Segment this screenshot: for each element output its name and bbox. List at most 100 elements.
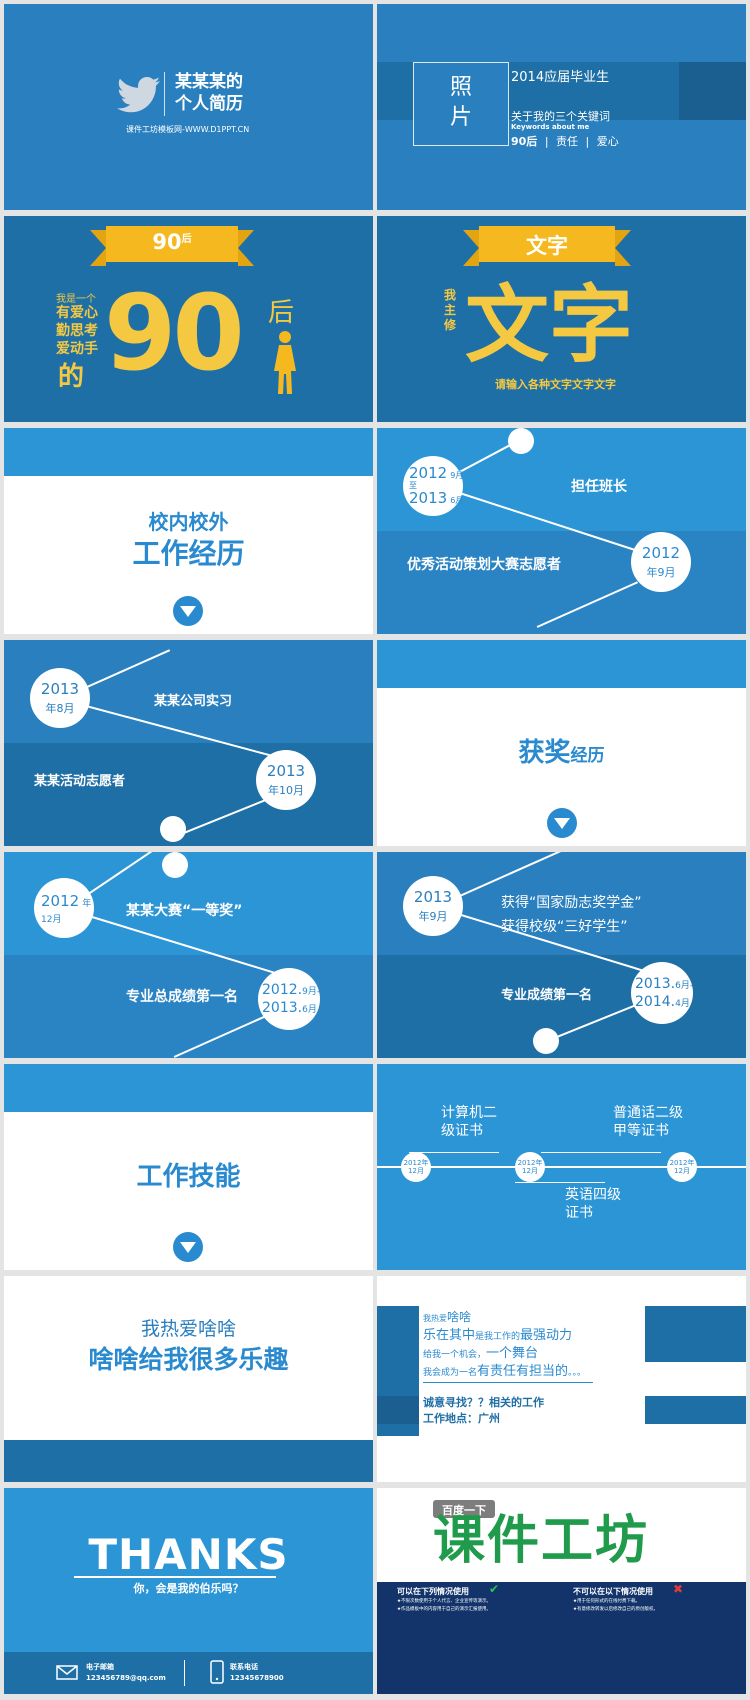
profile-band-end	[679, 62, 746, 120]
slide-title[interactable]: 某某某的 个人简历 课件工坊模板网-WWW.D1PPT.CN	[4, 4, 373, 210]
usage-allowed-1: ★不限次数使用于个人代言、企业宣传等演示。	[397, 1599, 492, 1604]
event-1: 获得“国家励志奖学金”	[501, 895, 642, 911]
skills-axis	[377, 1166, 746, 1168]
big-wenzi: 文字	[465, 276, 634, 374]
slide-awards-2[interactable]: 2013 年9月 获得“国家励志奖学金” 获得校级“三好学生” 专业成绩第一名 …	[377, 852, 746, 1058]
baidu-badge[interactable]: 百度一下	[433, 1500, 495, 1518]
side-1: 我	[444, 288, 457, 302]
subtitle: 课件工坊模板网-WWW.D1PPT.CN	[126, 125, 250, 134]
ribbon-tail-right	[615, 230, 631, 266]
slide-90s[interactable]: 90后 我是一个 有爱心 勤思考 爱动手 的 90 后	[4, 216, 373, 422]
event-1: 担任班长	[571, 479, 627, 495]
ribbon: 90后	[106, 226, 238, 262]
down-arrow-button[interactable]	[173, 596, 203, 626]
event-2: 获得校级“三好学生”	[501, 919, 628, 935]
ribbon-label: 90后	[152, 230, 192, 254]
down-arrow-button[interactable]	[173, 1232, 203, 1262]
thanks-subtitle: 你，会是我的伯乐吗？	[133, 1582, 244, 1595]
person-icon	[274, 331, 296, 394]
ribbon-tail-right	[238, 230, 254, 266]
slide-section-skills[interactable]: 工作技能	[4, 1064, 373, 1270]
keywords-list: 90后 | 责任 | 爱心	[511, 133, 619, 149]
date-circle: 2013 年8月	[30, 668, 90, 728]
obj-line-4: 我会成为一名有责任有担当的。。。	[423, 1364, 587, 1379]
timeline-dot	[533, 1028, 559, 1054]
usage-allowed-title: 可以在下列情况使用	[397, 1587, 469, 1596]
slide-brand[interactable]: 百度一下 课件工坊 可以在下列情况使用 ✔ ★不限次数使用于个人代言、企业宣传等…	[377, 1488, 746, 1694]
slide-profile[interactable]: 照 片 2014应届毕业生 关于我的三个关键词 Keywords about m…	[377, 4, 746, 210]
email-label: 电子邮箱	[86, 1663, 114, 1671]
photo-label: 照 片	[449, 75, 472, 130]
slide-section-awards[interactable]: 获奖经历	[377, 640, 746, 846]
side-block-right	[645, 1306, 746, 1362]
event-2: 某某活动志愿者	[34, 774, 126, 789]
date-circle: 2013 年9月	[403, 876, 463, 936]
side-block-left-dark	[377, 1396, 419, 1424]
mail-icon	[56, 1665, 78, 1680]
keyword-2: 责任	[556, 135, 579, 148]
hobby-line-1: 我热爱啥啥	[140, 1318, 236, 1340]
obj-line-3: 给我一个机会，一个舞台	[423, 1346, 539, 1361]
slide-objective[interactable]: 我热爱啥啥 乐在其中是我工作的最强动力 给我一个机会，一个舞台 我会成为一名有责…	[377, 1276, 746, 1482]
event-2: 优秀活动策划大赛志愿者	[407, 557, 561, 573]
photo-frame: 照 片	[413, 62, 509, 146]
title-resume: 个人简历	[175, 94, 243, 114]
down-arrow-icon	[180, 1242, 196, 1253]
obj-divider	[423, 1382, 593, 1383]
date-circle: 2012 年9月	[631, 532, 691, 592]
date-circle: 2013.6月- 2014.4月	[631, 962, 693, 1024]
down-arrow-button[interactable]	[547, 808, 577, 838]
date-circle: 2012.9月- 2013.6月	[258, 968, 320, 1030]
event-2: 专业总成绩第一名	[126, 989, 238, 1005]
slide-timeline-2[interactable]: 2013 年8月 某某公司实习 某某活动志愿者 2013 年10月	[4, 640, 373, 846]
side-block-right-2	[645, 1396, 746, 1424]
email-value[interactable]: 123456789@qq.com	[86, 1674, 166, 1682]
hou-char: 后	[268, 298, 295, 328]
timeline-dot	[160, 816, 186, 842]
phone-value[interactable]: 12345678900	[230, 1674, 284, 1682]
slide-thanks[interactable]: THANKS 你，会是我的伯乐吗？ 电子邮箱 123456789@qq.com …	[4, 1488, 373, 1694]
obj-seek: 诚意寻找？？相关的工作	[423, 1396, 544, 1409]
timeline-dot	[508, 428, 534, 454]
usage-panel	[377, 1582, 746, 1694]
event-1: 某某公司实习	[154, 694, 233, 709]
de-char: 的	[58, 362, 85, 392]
section-title: 获奖经历	[377, 732, 746, 769]
slide-hobby[interactable]: 我热爱啥啥 啥啥给我很多乐趣	[4, 1276, 373, 1482]
event-3: 专业成绩第一名	[501, 988, 593, 1003]
phone-label: 联系电话	[230, 1663, 258, 1671]
slide-major[interactable]: 文字 我 主 修 文字 请输入各种文字文字文字	[377, 216, 746, 422]
ribbon-label: 文字	[526, 234, 568, 258]
graduate-text: 2014应届毕业生	[511, 70, 610, 85]
ribbon-tail-left	[463, 230, 479, 266]
usage-forbidden-2: ★有意修改转发以后修改自己的原创版权。	[573, 1607, 659, 1612]
title-name: 某某某的	[175, 72, 243, 92]
brand-name: 课件工坊	[433, 1511, 650, 1571]
skill-underline	[541, 1152, 661, 1153]
keyword-3: 爱心	[596, 135, 619, 148]
trait-3: 爱动手	[56, 341, 98, 357]
slide-section-work[interactable]: 校内校外 工作经历	[4, 428, 373, 634]
intro-text: 我是一个	[56, 294, 96, 305]
keyword-sep: |	[585, 135, 590, 148]
ribbon: 文字	[479, 226, 615, 262]
obj-location: 工作地点：广州	[423, 1412, 500, 1425]
major-caption: 请输入各种文字文字文字	[495, 378, 616, 391]
date-circle: 2013 年10月	[256, 750, 316, 810]
ribbon-tail-left	[90, 230, 106, 266]
baidu-badge-label: 百度一下	[442, 1504, 486, 1517]
skill-1: 计算机二级证书	[441, 1105, 497, 1139]
usage-forbidden-1: ★用于任何形式的在线付费下载。	[573, 1599, 641, 1604]
obj-line-1: 我热爱啥啥	[423, 1310, 472, 1324]
check-icon: ✔	[489, 1582, 500, 1596]
contact-divider	[184, 1660, 185, 1686]
side-2: 主	[444, 303, 457, 317]
usage-forbidden-title: 不可以在以下情况使用	[573, 1587, 653, 1596]
